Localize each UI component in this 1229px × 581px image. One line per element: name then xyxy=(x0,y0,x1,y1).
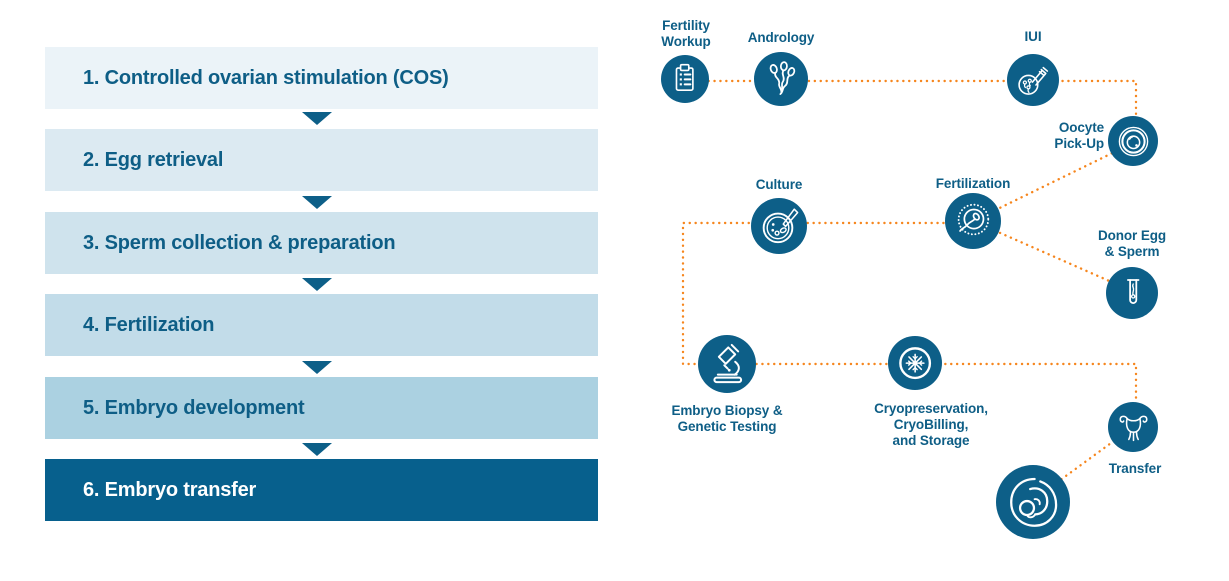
label-andrology: Andrology xyxy=(747,30,815,45)
down-arrow-icon xyxy=(302,278,332,291)
flow-step-3-label: 3. Sperm collection & preparation xyxy=(83,231,396,254)
insemination-syringe-icon xyxy=(1017,66,1048,95)
down-arrow-icon xyxy=(302,361,332,374)
node-embryo-biopsy xyxy=(698,335,756,393)
node-andrology xyxy=(754,52,808,106)
flow-step-2: 2. Egg retrieval xyxy=(45,129,598,191)
flow-step-4-label: 4. Fertilization xyxy=(83,313,215,336)
down-arrow-icon xyxy=(302,196,332,209)
label-transfer: Transfer xyxy=(1108,461,1162,476)
label-fertility-workup: Fertility Workup xyxy=(661,18,711,49)
label-fertilization: Fertilization xyxy=(935,176,1011,191)
node-oocyte-pickup xyxy=(1108,116,1158,166)
node-fertility-workup xyxy=(661,55,709,103)
down-arrow-icon xyxy=(302,443,332,456)
egg-sperm-icon xyxy=(957,203,990,236)
node-cryopreservation xyxy=(888,336,942,390)
node-transfer xyxy=(1108,402,1158,452)
flow-step-6: 6. Embryo transfer xyxy=(45,459,598,521)
node-fertilization xyxy=(945,193,1001,249)
uterus-icon xyxy=(1118,415,1148,441)
flow-step-6-label: 6. Embryo transfer xyxy=(83,478,257,501)
node-iui xyxy=(1007,54,1059,106)
down-arrow-icon xyxy=(302,112,332,125)
flow-step-5: 5. Embryo development xyxy=(45,377,598,439)
test-tube-icon xyxy=(1126,278,1140,304)
snowflake-icon xyxy=(899,347,931,379)
label-iui: IUI xyxy=(1024,29,1042,44)
node-donor-egg-sperm xyxy=(1106,267,1158,319)
fetus-icon xyxy=(1009,477,1057,527)
node-culture xyxy=(751,198,807,254)
flow-step-4: 4. Fertilization xyxy=(45,294,598,356)
flow-step-1: 1. Controlled ovarian stimulation (COS) xyxy=(45,47,598,109)
node-pregnancy xyxy=(996,465,1070,539)
petri-dish-icon xyxy=(762,208,799,244)
sperm-icon xyxy=(769,61,796,95)
flow-step-3: 3. Sperm collection & preparation xyxy=(45,212,598,274)
microscope-icon xyxy=(713,344,743,384)
label-cryopreservation: Cryopreservation, CryoBilling, and Stora… xyxy=(874,401,988,448)
label-oocyte-pickup: Oocyte Pick-Up xyxy=(1054,120,1104,151)
flow-step-5-label: 5. Embryo development xyxy=(83,396,305,419)
oocyte-icon xyxy=(1118,126,1148,156)
flow-step-1-label: 1. Controlled ovarian stimulation (COS) xyxy=(83,66,449,89)
label-donor-egg-sperm: Donor Egg & Sperm xyxy=(1097,228,1167,259)
flow-step-2-label: 2. Egg retrieval xyxy=(83,148,224,171)
label-culture: Culture xyxy=(755,177,803,192)
clipboard-checklist-icon xyxy=(675,64,695,92)
label-embryo-biopsy: Embryo Biopsy & Genetic Testing xyxy=(671,403,783,434)
